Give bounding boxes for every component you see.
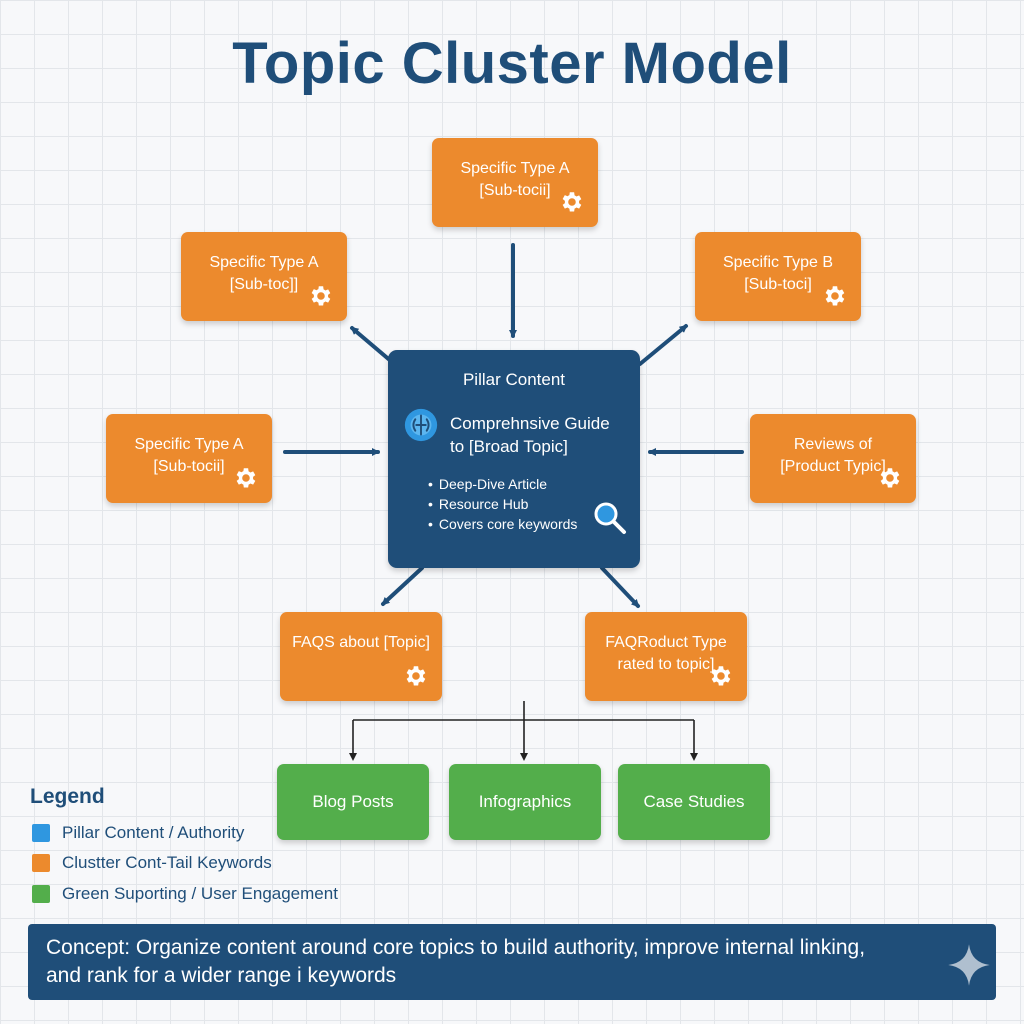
legend-item-cluster: Clustter Cont-Tail Keywords <box>32 853 272 873</box>
concept-line1: Concept: Organize content around core to… <box>46 936 866 959</box>
legend-swatch <box>32 824 50 842</box>
concept-banner: Concept: Organize content around core to… <box>28 924 996 1000</box>
cluster-lower-left-line1: FAQS about [Topic] <box>292 634 430 651</box>
supporting-blog-posts: Blog Posts <box>277 764 429 840</box>
gear-icon <box>558 189 584 215</box>
pillar-bullet: Covers core keywords <box>428 514 578 534</box>
legend-swatch <box>32 854 50 872</box>
cluster-mid-left-line1: Specific Type A <box>134 436 244 453</box>
cluster-top: Specific Type A [Sub-tocii] <box>432 138 598 227</box>
gear-icon <box>821 283 847 309</box>
cluster-mid-left: Specific Type A [Sub-tocii] <box>106 414 272 503</box>
cluster-lower-left: FAQS about [Topic] <box>280 612 442 701</box>
pillar-heading-line1: Comprehnsive Guide <box>450 414 610 433</box>
magnifier-icon <box>594 502 626 534</box>
cluster-lower-right-line1: FAQRoduct Type <box>605 634 727 651</box>
pillar-bullet: Resource Hub <box>428 494 577 514</box>
brain-icon <box>404 408 438 442</box>
legend-label: Green Suporting / User Engagement <box>62 884 338 903</box>
sparkle-icon <box>948 944 990 986</box>
cluster-lower-right-line2: rated to topic] <box>617 656 715 673</box>
arrow-upper-right <box>638 324 688 366</box>
gear-icon <box>307 283 333 309</box>
pillar-bullet: Deep-Dive Article <box>428 474 577 494</box>
arrow-upper-left <box>350 326 394 364</box>
supporting-case-studies: Case Studies <box>618 764 770 840</box>
legend-title: Legend <box>30 785 105 808</box>
cluster-upper-right: Specific Type B [Sub-toci] <box>695 232 861 321</box>
concept-line2: and rank for a wider range i keywords <box>46 964 397 987</box>
gear-icon <box>232 465 258 491</box>
pillar-bullet-list: Deep-Dive Article Resource Hub Covers co… <box>428 474 578 534</box>
pillar-heading-line2: to [Broad Topic] <box>450 437 568 456</box>
arrow-lower-right <box>600 566 640 608</box>
gear-icon <box>402 663 428 689</box>
cluster-mid-right: Reviews of [Product Typic] <box>750 414 916 503</box>
legend-label: Clustter Cont-Tail Keywords <box>62 853 272 872</box>
cluster-upper-left: Specific Type A [Sub-toc]] <box>181 232 347 321</box>
cluster-mid-right-line2: [Product Typic] <box>780 458 886 475</box>
cluster-mid-right-line1: Reviews of <box>793 436 873 453</box>
legend-swatch <box>32 885 50 903</box>
cluster-lower-right: FAQRoduct Type rated to topic] <box>585 612 747 701</box>
cluster-top-line1: Specific Type A <box>460 160 570 177</box>
cluster-upper-left-line2: [Sub-toc]] <box>229 276 299 293</box>
cluster-upper-left-line1: Specific Type A <box>209 254 319 271</box>
gear-icon <box>876 465 902 491</box>
legend-item-supporting: Green Suporting / User Engagement <box>32 884 338 904</box>
diagram-title: Topic Cluster Model <box>232 31 792 96</box>
cluster-upper-right-line2: [Sub-toci] <box>744 276 812 293</box>
pillar-content-box: Pillar Content Comprehnsive Guide to [Br… <box>388 350 640 568</box>
supporting-infographics: Infographics <box>449 764 601 840</box>
legend-label: Pillar Content / Authority <box>62 823 245 842</box>
pillar-title: Pillar Content <box>462 370 566 389</box>
cluster-top-line2: [Sub-tocii] <box>479 182 551 199</box>
arrow-lower-left <box>381 566 424 606</box>
cluster-mid-left-line2: [Sub-tocii] <box>153 458 225 475</box>
cluster-upper-right-line1: Specific Type B <box>723 254 833 271</box>
gear-icon <box>707 663 733 689</box>
legend-item-pillar: Pillar Content / Authority <box>32 823 244 843</box>
